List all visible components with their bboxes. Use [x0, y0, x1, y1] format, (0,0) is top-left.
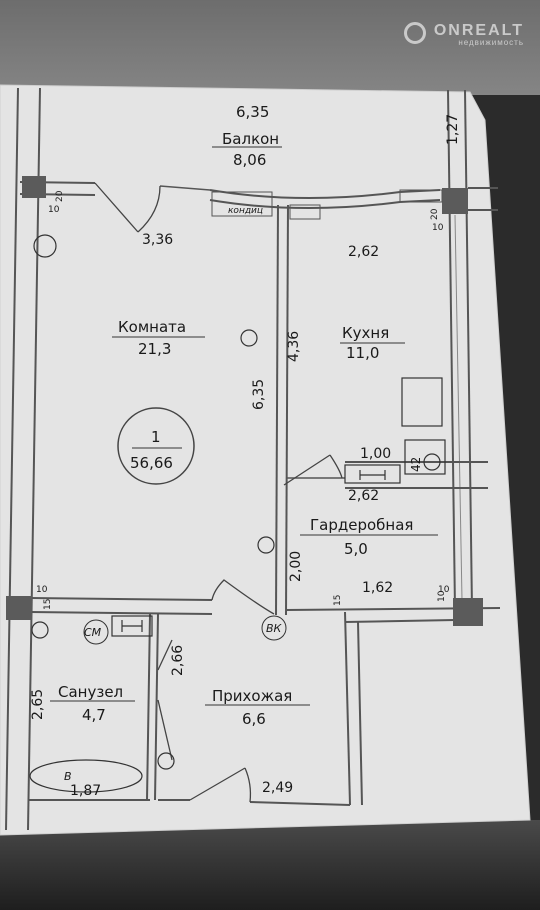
- tick-10e: 10: [438, 585, 450, 595]
- note-bath: В: [64, 770, 72, 783]
- tick-10c: 10: [36, 585, 48, 595]
- watermark-sub: недвижимость: [458, 38, 524, 47]
- tick-15b: 15: [333, 595, 343, 606]
- background-top: [0, 0, 540, 95]
- bathroom-area: 4,7: [82, 706, 106, 724]
- kitchen-area: 11,0: [346, 344, 379, 362]
- column-top-right: [442, 188, 468, 214]
- dim-kitchen-42: 42: [409, 457, 423, 472]
- column-top-left: [22, 176, 46, 198]
- tick-10d: 10: [437, 590, 447, 602]
- total-area-circle: [117, 407, 195, 485]
- bathroom-name: Санузел: [58, 683, 123, 701]
- hallway-area: 6,6: [242, 710, 266, 728]
- kitchen-appliances: [344, 377, 446, 484]
- dim-wardrobe-side: 2,00: [288, 551, 304, 582]
- tick-10b: 10: [432, 223, 444, 233]
- watermark-name: ONREALT: [433, 22, 524, 39]
- dim-balcony-depth: 1,27: [445, 114, 461, 145]
- room-name: Комната: [118, 318, 186, 336]
- bathroom-fixtures: [29, 615, 153, 793]
- columns: [6, 176, 483, 626]
- dim-hall-bottom: 2,49: [262, 780, 293, 796]
- dim-room-side: 6,35: [251, 379, 267, 410]
- paper-sheet: [0, 85, 530, 835]
- note-window: кондиц: [228, 206, 263, 216]
- dim-wardrobe-top: 2,62: [348, 488, 379, 504]
- balcony-area: 8,06: [233, 151, 266, 169]
- wardrobe-name: Гардеробная: [310, 516, 413, 534]
- apartment-number: 1: [151, 428, 161, 446]
- tick-20b: 20: [430, 208, 440, 220]
- dim-kitchen-top: 2,62: [348, 244, 379, 260]
- note-bk: ВК: [266, 622, 283, 635]
- balcony-name: Балкон: [222, 130, 279, 148]
- dim-bath-bottom: 1,87: [70, 783, 101, 799]
- background-bottom: [0, 820, 540, 910]
- tick-20a: 20: [55, 190, 65, 202]
- wardrobe-area: 5,0: [344, 540, 368, 558]
- dim-partition: 4,36: [286, 331, 302, 362]
- kitchen-name: Кухня: [342, 324, 389, 342]
- handwritten-notes: кондиц СМ ВК В: [64, 206, 287, 783]
- hallway-name: Прихожая: [212, 687, 292, 705]
- walls: [5, 87, 501, 831]
- plus-markers: [31, 234, 275, 770]
- dim-bath-top: 2,66: [170, 645, 186, 676]
- onrealt-watermark: ONREALT недвижимость: [403, 22, 524, 47]
- dim-kitchen-unit: 1,00: [360, 446, 391, 462]
- dim-room-door: 3,36: [142, 232, 173, 248]
- dim-wardrobe-bottom: 1,62: [362, 580, 393, 596]
- column-bottom-left: [6, 596, 32, 620]
- tick-10a: 10: [48, 205, 60, 215]
- dim-bath-side: 2,65: [30, 689, 46, 720]
- room-area: 21,3: [138, 340, 171, 358]
- onrealt-logo-icon: [403, 22, 426, 44]
- doors: [94, 182, 343, 803]
- note-cm: СМ: [84, 626, 102, 639]
- tick-15a: 15: [43, 599, 53, 610]
- windows: [211, 189, 443, 220]
- balcony-dim-top: 6,35: [236, 103, 269, 121]
- apartment-total-area: 56,66: [130, 454, 173, 472]
- column-bottom-right: [453, 598, 483, 626]
